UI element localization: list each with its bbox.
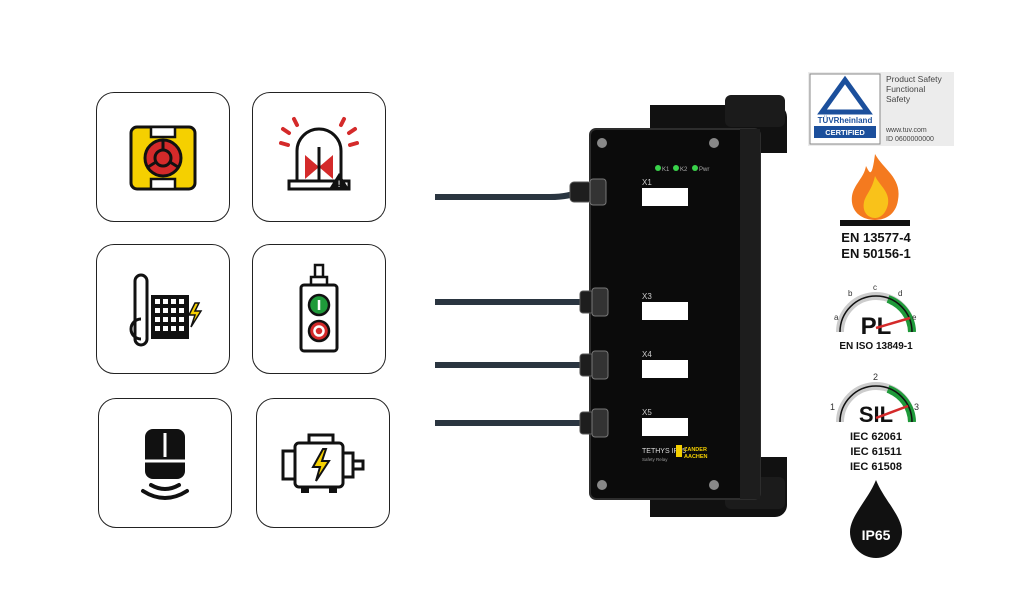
- tuv-text-3: Safety: [886, 94, 911, 104]
- emergency-stop-tile: [96, 92, 230, 222]
- sil-level-3: 3: [914, 402, 919, 412]
- sil-standard-1: IEC 62061: [850, 431, 902, 443]
- model-sub-label: Safety Relay: [642, 457, 668, 462]
- port-label-x5: X5: [642, 408, 652, 417]
- start-stop-switch-tile: [252, 244, 386, 374]
- pl-letter-a: a: [834, 313, 839, 322]
- proximity-sensor-icon: [141, 429, 189, 500]
- brand-line1: ZANDER: [684, 447, 707, 453]
- brand-line2: AACHEN: [684, 454, 708, 460]
- fire-standard-2: EN 50156-1: [841, 246, 911, 261]
- pl-letter-e: e: [912, 313, 917, 322]
- tuv-url: www.tuv.com: [885, 127, 927, 134]
- sil-standard-3: IEC 61508: [850, 461, 902, 473]
- sil-gauge: 1 2 3 SIL: [830, 372, 919, 427]
- tuv-triangle-icon: [817, 75, 873, 115]
- port-label-x4: X4: [642, 350, 652, 359]
- connectors: [569, 178, 609, 438]
- motor-icon: [281, 433, 365, 493]
- tuv-text-2: Functional: [886, 84, 925, 94]
- tuv-id: ID 0600000000: [886, 136, 934, 143]
- port-label-x1: X1: [642, 178, 652, 187]
- cables: [435, 188, 595, 426]
- led-label-k2: K2: [680, 167, 688, 173]
- motor-tile: [256, 398, 390, 528]
- proximity-sensor-tile: [98, 398, 232, 528]
- warning-beacon-tile: !: [252, 92, 386, 222]
- pl-label: PL: [861, 313, 892, 340]
- ip65-drop-icon: IP65: [850, 480, 902, 558]
- pl-letter-b: b: [848, 289, 853, 298]
- pl-letter-c: c: [873, 283, 877, 292]
- flame-icon: [840, 154, 910, 226]
- pl-standard: EN ISO 13849-1: [839, 341, 913, 352]
- performance-level-gauge: a b c d e PL: [834, 283, 917, 340]
- safety-relay-device: K1 K2 Pwr X1 X3 X4 X5 TETHYS IP65 Safety…: [435, 95, 787, 517]
- fire-standard-1: EN 13577-4: [841, 230, 911, 245]
- tuv-certified: CERTIFIED: [825, 128, 865, 137]
- start-stop-switch-icon: [299, 263, 339, 353]
- sil-level-2: 2: [873, 372, 878, 382]
- port-label-x3: X3: [642, 292, 652, 301]
- svg-text:!: !: [337, 180, 341, 190]
- sil-level-1: 1: [830, 402, 835, 412]
- led-label-k1: K1: [662, 167, 670, 173]
- tuv-text-1: Product Safety: [886, 74, 943, 84]
- light-curtain-icon: [129, 273, 203, 347]
- sil-standard-2: IEC 61511: [850, 446, 902, 458]
- brand-logo-mark: [676, 445, 682, 457]
- pl-letter-d: d: [898, 289, 902, 298]
- ip-label: IP65: [862, 527, 891, 543]
- tuv-brand: TÜVRheinland: [818, 116, 873, 125]
- emergency-stop-icon: [129, 125, 197, 191]
- model-label: TETHYS IP65: [642, 448, 686, 455]
- tuv-certified-badge: TÜVRheinland CERTIFIED Product Safety Fu…: [808, 72, 954, 146]
- warning-beacon-icon: !: [279, 117, 359, 191]
- led-label-pwr: Pwr: [699, 167, 709, 173]
- light-curtain-tile: [96, 244, 230, 374]
